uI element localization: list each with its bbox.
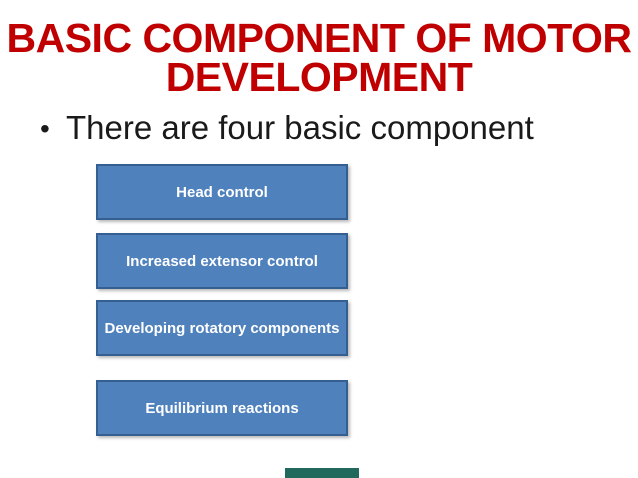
component-box-head-control: Head control: [96, 164, 348, 220]
component-box-increased-extensor-control: Increased extensor control: [96, 233, 348, 289]
slide-title-line1: BASIC COMPONENT OF MOTOR: [6, 15, 632, 61]
component-box-label: Head control: [176, 183, 268, 201]
bullet-item: • There are four basic component: [40, 110, 534, 146]
component-box-equilibrium-reactions: Equilibrium reactions: [96, 380, 348, 436]
component-box-label: Equilibrium reactions: [145, 399, 299, 417]
slide-title-line2: DEVELOPMENT: [165, 54, 473, 100]
component-box-label: Developing rotatory components: [104, 319, 340, 337]
bullet-marker-icon: •: [40, 113, 50, 144]
component-box-label: Increased extensor control: [126, 252, 318, 270]
footer-accent-bar: [285, 468, 359, 478]
bullet-text: There are four basic component: [66, 109, 534, 146]
component-box-developing-rotatory-components: Developing rotatory components: [96, 300, 348, 356]
slide-title: BASIC COMPONENT OF MOTOR DEVELOPMENT: [0, 0, 638, 100]
